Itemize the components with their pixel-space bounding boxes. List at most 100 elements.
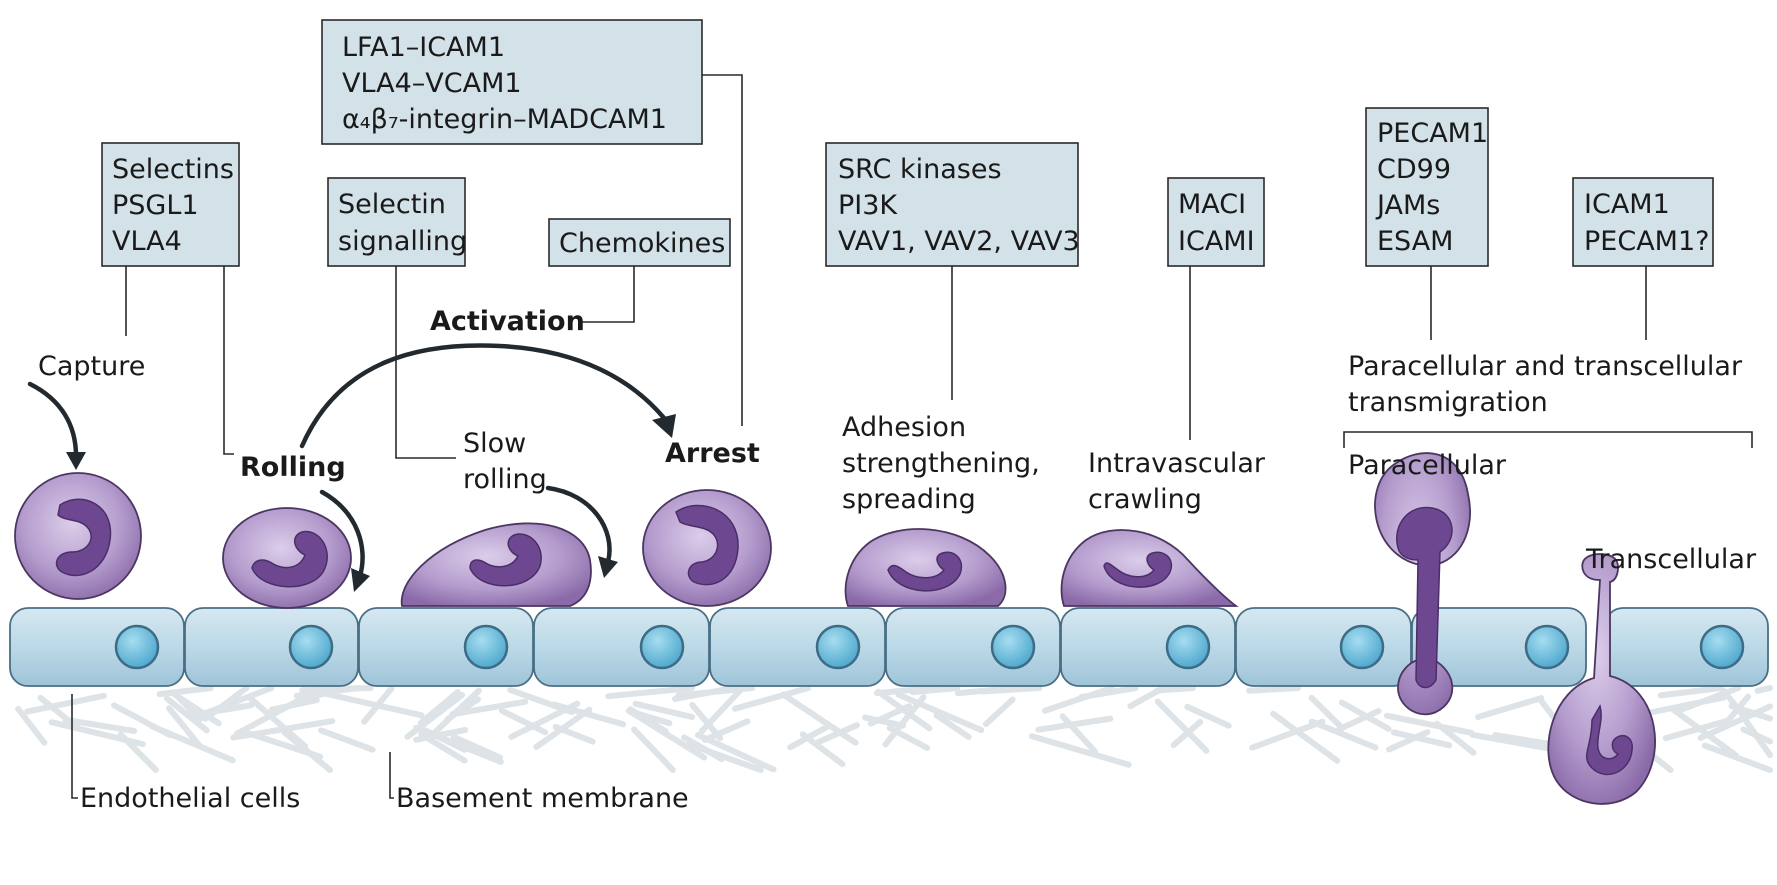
basement-fiber <box>1249 718 1326 751</box>
basement-fiber <box>701 718 751 743</box>
basement-fiber <box>954 685 1018 697</box>
basement-fiber <box>886 724 931 752</box>
activation-arrowhead <box>652 414 676 438</box>
box-adhesion-molecules: SRC kinases PI3K VAV1, VAV2, VAV3 <box>825 142 1080 267</box>
box-frame <box>548 218 731 267</box>
endothelial-nucleus <box>114 624 160 670</box>
label-slow-rolling-line2: rolling <box>463 464 547 495</box>
label-transcellular: Transcellular <box>1585 544 1757 575</box>
basement-membrane-fibers <box>15 685 1773 773</box>
basement-fiber <box>175 695 203 723</box>
label-endothelial-cells: Endothelial cells <box>80 783 300 814</box>
capture-arrowhead <box>66 452 86 470</box>
leukocyte-nucleus <box>675 504 739 586</box>
box-line: Selectin <box>338 189 446 220</box>
box-frame <box>101 142 240 267</box>
box-line: signalling <box>338 226 467 257</box>
basement-fiber <box>444 696 482 722</box>
box-line: JAMs <box>1375 190 1440 221</box>
box-line: LFA1–ICAM1 <box>342 32 505 63</box>
box-transcellular-molecules: ICAM1 PECAM1? <box>1572 177 1714 267</box>
basement-fiber <box>815 722 860 745</box>
basement-fiber <box>163 695 210 734</box>
basement-fiber <box>117 731 159 773</box>
basement-fiber <box>681 734 725 763</box>
capture-arrow <box>27 381 79 459</box>
basement-fiber <box>15 705 48 746</box>
endothelial-nucleus <box>1339 624 1385 670</box>
captured-leukocyte <box>14 472 142 600</box>
endothelial-nucleus <box>1524 624 1570 670</box>
basement-fiber <box>799 731 846 768</box>
basement-fiber <box>507 687 575 715</box>
label-transmigration-line2: transmigration <box>1348 387 1548 418</box>
basement-fiber <box>909 685 961 696</box>
box-frame <box>1167 177 1265 267</box>
label-basement-membrane: Basement membrane <box>396 783 689 814</box>
basement-fiber <box>1154 698 1210 754</box>
basement-fiber <box>1475 695 1545 721</box>
leader-basement <box>389 752 394 799</box>
leukocyte-nucleus <box>1103 551 1173 588</box>
basement-fiber <box>1390 729 1453 749</box>
box-frame <box>1572 177 1714 267</box>
basement-fiber <box>413 724 504 765</box>
basement-fiber <box>1153 685 1196 694</box>
leukocytes <box>14 452 1656 805</box>
label-crawling-line2: crawling <box>1088 484 1202 515</box>
basement-fiber <box>895 691 985 734</box>
box-frame <box>1365 107 1489 267</box>
leader-endothelial <box>71 694 78 799</box>
basement-fiber <box>882 694 927 748</box>
leader-rolling <box>223 266 234 455</box>
basement-fiber <box>1657 685 1724 699</box>
box-line: α₄β₇-integrin–MADCAM1 <box>342 104 667 135</box>
rolling-arrowhead <box>351 568 370 592</box>
box-arrest-molecules: LFA1–ICAM1 VLA4–VCAM1 α₄β₇-integrin–MADC… <box>321 19 703 145</box>
leader-slow-rolling <box>395 266 456 459</box>
label-slow-rolling-line1: Slow <box>463 428 526 459</box>
basement-fiber <box>1338 699 1392 732</box>
basement-fiber <box>1754 685 1773 694</box>
crawling-leukocyte <box>1060 529 1239 607</box>
basement-fiber <box>933 712 972 741</box>
basement-fiber <box>1308 694 1346 732</box>
endothelial-nucleus <box>288 624 334 670</box>
basement-fiber <box>695 732 777 773</box>
basement-fiber <box>1184 703 1232 729</box>
endothelial-layer <box>9 607 1769 687</box>
endothelial-nucleus <box>463 624 509 670</box>
basement-fiber <box>689 701 724 742</box>
basement-fiber <box>632 700 696 721</box>
box-line: PECAM1 <box>1377 118 1488 149</box>
box-line: CD99 <box>1377 154 1451 185</box>
box-frame <box>825 142 1079 267</box>
endothelial-cell <box>1235 607 1412 687</box>
basement-fiber <box>498 707 549 736</box>
basement-fiber <box>62 716 138 734</box>
basement-fiber <box>1433 720 1477 756</box>
basement-fiber <box>418 731 468 764</box>
box-line: Chemokines <box>559 228 725 259</box>
basement-fiber <box>1170 718 1204 749</box>
box-crawling-molecules: MACI ICAMI <box>1167 177 1265 267</box>
molecule-boxes: Selectins PSGL1 VLA4 Selectin signalling… <box>101 19 1714 267</box>
basement-fiber <box>1246 685 1302 694</box>
leader-activation <box>580 266 635 323</box>
label-activation: Activation <box>430 306 585 337</box>
arrested-leukocyte <box>642 489 772 607</box>
basement-fiber <box>1028 733 1132 768</box>
label-crawling-line1: Intravascular <box>1088 448 1266 479</box>
basement-fiber <box>417 689 461 726</box>
basement-fiber <box>1078 685 1139 701</box>
basement-fiber <box>361 685 395 725</box>
leader-lines <box>71 74 1753 799</box>
label-transmigration-line1: Paracellular and transcellular <box>1348 351 1743 382</box>
basement-fiber <box>1740 726 1773 745</box>
box-line: ICAM1 <box>1584 189 1670 220</box>
label-arrest: Arrest <box>665 438 760 469</box>
basement-fiber <box>1668 705 1740 759</box>
basement-fiber <box>404 692 466 740</box>
box-frame <box>327 177 466 267</box>
activation-arrow <box>299 343 667 449</box>
